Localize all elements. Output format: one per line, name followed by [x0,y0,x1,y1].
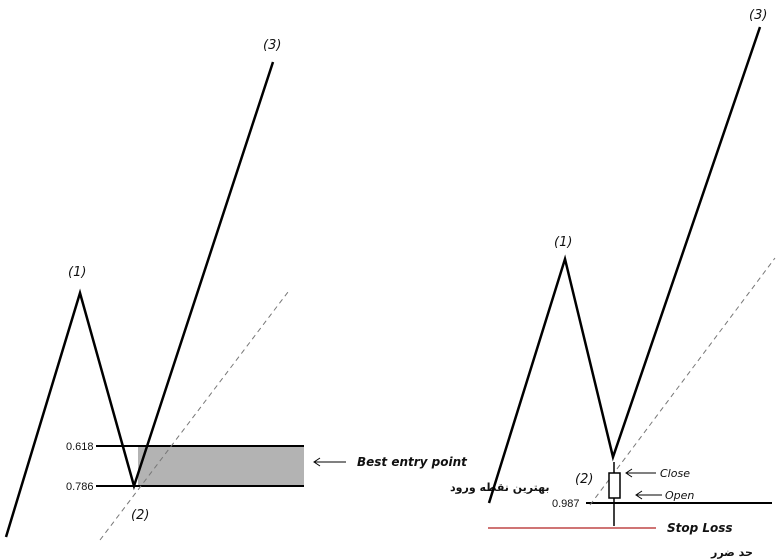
level-label-0618: 0.618 [66,441,94,453]
trend-line-dashed [589,257,776,506]
entry-zone [138,446,304,486]
close-label: Close [660,467,690,480]
level-label-0987: 0.987 [552,498,580,510]
best-entry-label-fa: بهترین نقطه ورود [450,481,550,494]
point-label-3: (3) [263,38,281,53]
arrow-icon [625,468,656,478]
point-label-2: (2) [575,472,593,487]
point-label-3: (3) [749,8,767,23]
price-path [487,26,762,504]
open-label: Open [665,489,694,502]
trend-line-dashed [99,291,289,541]
candle [608,462,621,526]
arrow-icon [635,490,662,500]
price-path [4,61,275,538]
right-panel: 0.987 (1) (2) (3) Close Open Stop Loss ح… [487,8,776,559]
point-label-1: (1) [554,235,572,250]
stop-loss-label: Stop Loss [667,521,733,535]
left-panel: 0.618 0.786 (1) (2) (3) Best entry point… [4,38,550,541]
arrow-icon [313,457,346,467]
level-label-0786: 0.786 [66,481,94,493]
point-label-2: (2) [131,508,149,523]
best-entry-label: Best entry point [357,455,468,469]
point-label-1: (1) [68,265,86,280]
stop-loss-label-fa: حد ضرر [710,546,753,559]
